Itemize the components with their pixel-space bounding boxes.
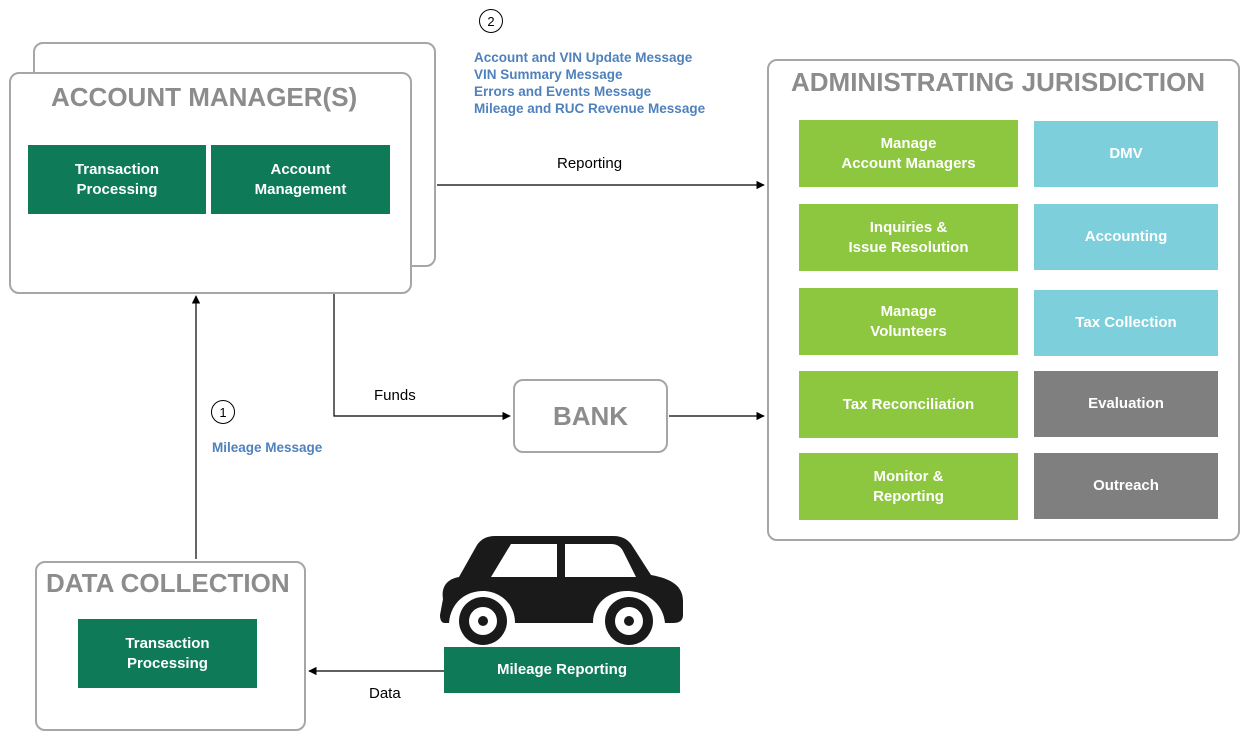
- data-collection-title: DATA COLLECTION: [46, 568, 290, 598]
- evaluation-box: Evaluation: [1034, 371, 1218, 437]
- dmv-box: DMV: [1034, 121, 1218, 187]
- monitor-reporting-box: Monitor & Reporting: [799, 453, 1018, 520]
- car-window-front: [491, 544, 557, 577]
- data-label: Data: [369, 685, 401, 702]
- step-1-number: 1: [211, 400, 235, 424]
- car-icon: [440, 536, 683, 645]
- am-transaction-processing-box: Transaction Processing: [28, 145, 206, 214]
- manage-account-managers-box: Manage Account Managers: [799, 120, 1018, 187]
- bank-box: BANK: [513, 379, 668, 453]
- rear-hub: [624, 616, 634, 626]
- inquiries-issue-resolution-box: Inquiries & Issue Resolution: [799, 204, 1018, 271]
- funds-label: Funds: [374, 387, 416, 404]
- account-manager-title: ACCOUNT MANAGER(S): [51, 82, 358, 112]
- funds-arrow: [333, 294, 511, 421]
- dc-transaction-processing-box: Transaction Processing: [78, 619, 257, 688]
- accounting-box: Accounting: [1034, 204, 1218, 270]
- outreach-box: Outreach: [1034, 453, 1218, 519]
- connector-lines: [191, 180, 765, 676]
- step-2-messages: Account and VIN Update Message VIN Summa…: [474, 50, 706, 116]
- car-window-rear: [565, 544, 636, 577]
- mileage-reporting-box: Mileage Reporting: [444, 647, 680, 693]
- reporting-label: Reporting: [557, 155, 623, 172]
- step-2-number: 2: [479, 9, 503, 33]
- manage-volunteers-box: Manage Volunteers: [799, 288, 1018, 355]
- step-1-messages: Mileage Message: [212, 440, 323, 455]
- tax-reconciliation-box: Tax Reconciliation: [799, 371, 1018, 438]
- tax-collection-box: Tax Collection: [1034, 290, 1218, 356]
- administrating-jurisdiction-title: ADMINISTRATING JURISDICTION: [791, 67, 1206, 97]
- front-hub: [478, 616, 488, 626]
- am-account-management-box: Account Management: [211, 145, 390, 214]
- bank-title: BANK: [552, 400, 629, 431]
